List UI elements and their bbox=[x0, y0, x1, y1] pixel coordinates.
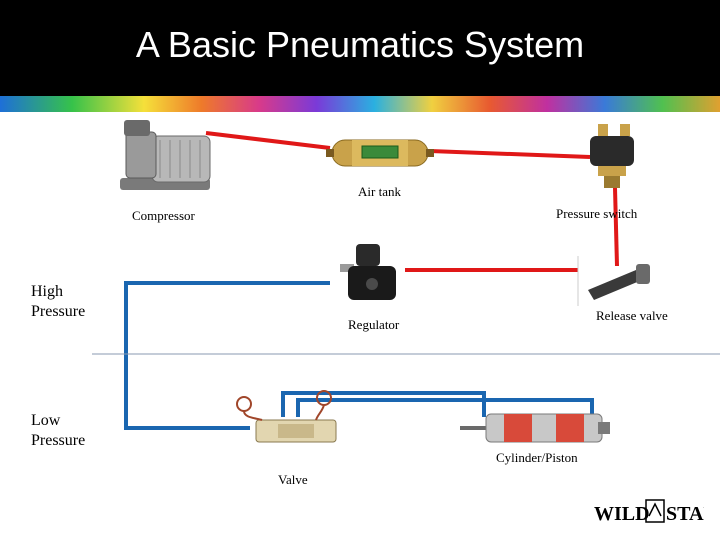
low-pressure-line1: Low bbox=[31, 412, 61, 429]
low-pressure-lines bbox=[124, 281, 594, 430]
valve-label: Valve bbox=[278, 472, 308, 487]
release-valve-label: Release valve bbox=[596, 308, 668, 323]
line-tank-to-switch bbox=[429, 149, 591, 159]
slide-title: A Basic Pneumatics System bbox=[135, 24, 585, 65]
low-pressure-line2: Pressure bbox=[31, 432, 86, 449]
high-pressure-heading: High Pressure bbox=[31, 282, 85, 322]
line-compressor-to-tank bbox=[205, 131, 331, 150]
release-valve-image bbox=[588, 264, 650, 300]
title-bar: A Basic Pneumatics System bbox=[0, 0, 720, 96]
line-switch-to-release bbox=[613, 187, 619, 267]
pressure-switch-label: Pressure switch bbox=[556, 206, 638, 221]
valve-image bbox=[236, 390, 337, 443]
regulator-label: Regulator bbox=[348, 317, 400, 332]
line-valve-to-cylinder-left bbox=[281, 391, 486, 417]
high-pressure-line2: Pressure bbox=[31, 303, 86, 320]
cylinder-label: Cylinder/Piston bbox=[496, 450, 578, 465]
air-tank-label: Air tank bbox=[358, 184, 401, 199]
air-tank-image bbox=[326, 139, 434, 167]
compressor-label: Compressor bbox=[132, 208, 195, 223]
line-regulator-to-valve bbox=[124, 281, 330, 430]
wildstang-logo: WILD STANG bbox=[594, 499, 704, 525]
line-valve-to-cylinder-right bbox=[296, 398, 594, 417]
pressure-switch-image bbox=[590, 124, 634, 188]
regulator-image bbox=[340, 244, 396, 300]
svg-text:WILD: WILD bbox=[594, 503, 650, 525]
cylinder-image bbox=[460, 413, 610, 443]
svg-text:STANG: STANG bbox=[666, 503, 704, 525]
high-pressure-lines bbox=[205, 131, 619, 272]
rainbow-strip bbox=[0, 96, 720, 112]
low-pressure-heading: Low Pressure bbox=[31, 411, 85, 451]
high-pressure-line1: High bbox=[31, 283, 63, 300]
compressor-image bbox=[120, 120, 211, 190]
